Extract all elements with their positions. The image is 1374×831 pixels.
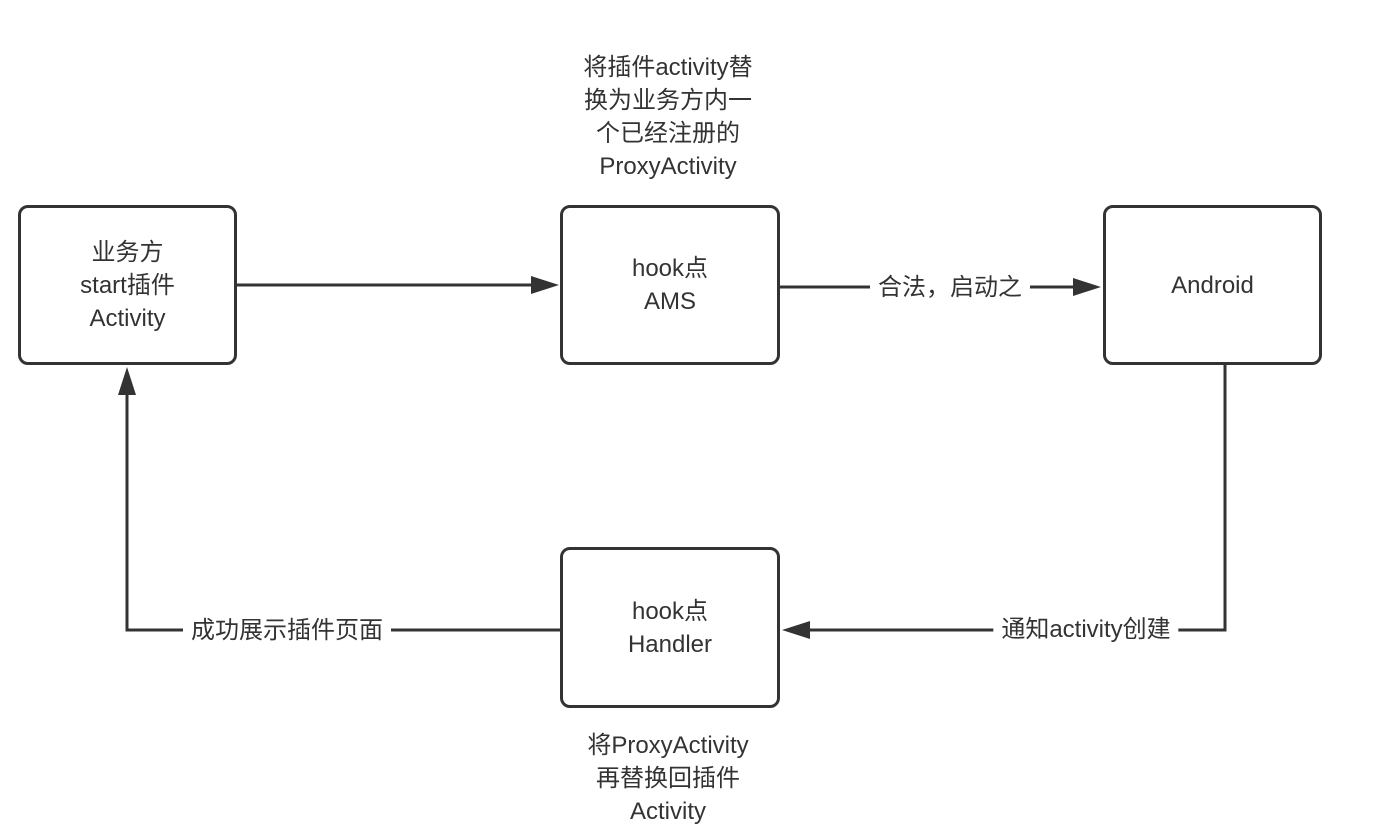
- node-label-line: Handler: [627, 630, 713, 658]
- node-label-line: start插件: [80, 271, 175, 299]
- edge-android-to-handler: [808, 365, 1227, 632]
- node-label-line: hook点: [631, 255, 709, 282]
- node-android: Android: [1103, 205, 1322, 365]
- edge-label-show-plugin-page: 成功展示插件页面: [183, 616, 391, 646]
- node-label-line: hook点: [631, 597, 709, 625]
- annotation-line: Activity: [629, 798, 707, 825]
- arrowhead-into-android: [1073, 278, 1101, 296]
- node-hook-ams: hook点 AMS: [560, 205, 780, 365]
- node-label-line: AMS: [643, 288, 696, 315]
- annotation-line: 换为业务方内一: [583, 87, 752, 114]
- node-business-start-plugin-activity: 业务方 start插件 Activity: [18, 205, 237, 365]
- annotation-line: 个已经注册的: [595, 120, 740, 147]
- node-label-line: 业务方: [91, 238, 164, 266]
- edge-label-legal-launch: 合法，启动之: [870, 273, 1030, 303]
- node-label-line: Activity: [89, 304, 166, 332]
- node-label-line: Android: [1171, 271, 1254, 299]
- annotation-proxy-activity-replace: 将插件activity替 换为业务方内一 个已经注册的 ProxyActivit…: [583, 51, 752, 183]
- annotation-line: 将ProxyActivity: [587, 732, 749, 759]
- annotation-line: 将插件activity替: [583, 54, 753, 81]
- edge-label-notify-activity-create: 通知activity创建: [993, 615, 1179, 645]
- annotation-replace-back-plugin-activity: 将ProxyActivity 再替换回插件 Activity: [587, 729, 748, 828]
- annotation-line: ProxyActivity: [599, 153, 737, 180]
- arrowhead-into-ams: [531, 276, 559, 294]
- arrowhead-into-handler: [782, 621, 810, 639]
- edge-handler-to-business: [125, 392, 560, 632]
- arrowhead-into-business: [118, 367, 136, 395]
- node-hook-handler: hook点 Handler: [560, 547, 780, 708]
- annotation-line: 再替换回插件: [595, 765, 740, 792]
